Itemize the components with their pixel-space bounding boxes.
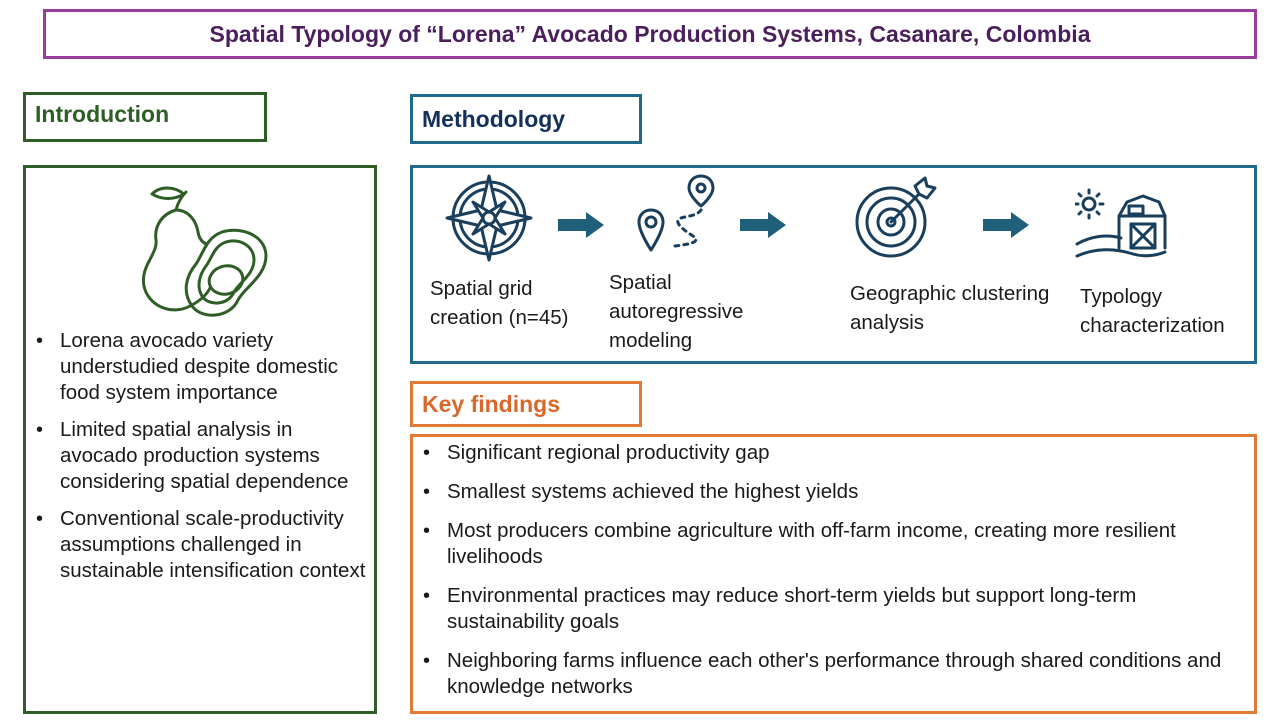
title-box: Spatial Typology of “Lorena” Avocado Pro… xyxy=(43,9,1257,59)
arrow-right-icon xyxy=(983,212,1029,238)
farm-barn-icon xyxy=(1075,188,1167,258)
target-icon xyxy=(855,176,937,258)
arrow-right-icon xyxy=(558,212,604,238)
methodology-panel: Spatial grid creation (n=45) Spatial aut… xyxy=(410,165,1257,364)
finding-bullet: Environmental practices may reduce short… xyxy=(413,583,1233,635)
introduction-panel: Lorena avocado variety understudied desp… xyxy=(23,165,377,714)
introduction-bullets: Lorena avocado variety understudied desp… xyxy=(26,328,366,595)
finding-bullet: Neighboring farms influence each other's… xyxy=(413,648,1233,700)
key-findings-heading: Key findings xyxy=(422,390,561,417)
key-findings-heading-box: Key findings xyxy=(410,381,642,427)
methodology-heading: Methodology xyxy=(422,105,566,132)
key-findings-panel: Significant regional productivity gap Sm… xyxy=(410,434,1257,714)
compass-icon xyxy=(445,174,533,262)
introduction-bullet: Limited spatial analysis in avocado prod… xyxy=(26,417,366,495)
introduction-bullet: Conventional scale-productivity assumpti… xyxy=(26,506,366,584)
finding-bullet: Significant regional productivity gap xyxy=(413,440,1233,466)
map-route-icon xyxy=(637,174,715,252)
introduction-bullet: Lorena avocado variety understudied desp… xyxy=(26,328,366,406)
introduction-heading-box: Introduction xyxy=(23,92,267,142)
step-label: Geographic clustering analysis xyxy=(850,282,1050,334)
step-label: Typology characterization xyxy=(1080,285,1225,337)
methodology-heading-box: Methodology xyxy=(410,94,642,144)
step-label: Spatial autoregressive modeling xyxy=(609,271,744,352)
arrow-right-icon xyxy=(740,212,786,238)
finding-bullet: Smallest systems achieved the highest yi… xyxy=(413,479,1233,505)
avocado-icon xyxy=(141,186,268,317)
step-label: Spatial grid creation (n=45) xyxy=(430,277,569,329)
page-title: Spatial Typology of “Lorena” Avocado Pro… xyxy=(209,20,1091,47)
finding-bullet: Most producers combine agriculture with … xyxy=(413,518,1233,570)
introduction-heading: Introduction xyxy=(35,101,170,127)
key-findings-bullets: Significant regional productivity gap Sm… xyxy=(413,440,1233,713)
